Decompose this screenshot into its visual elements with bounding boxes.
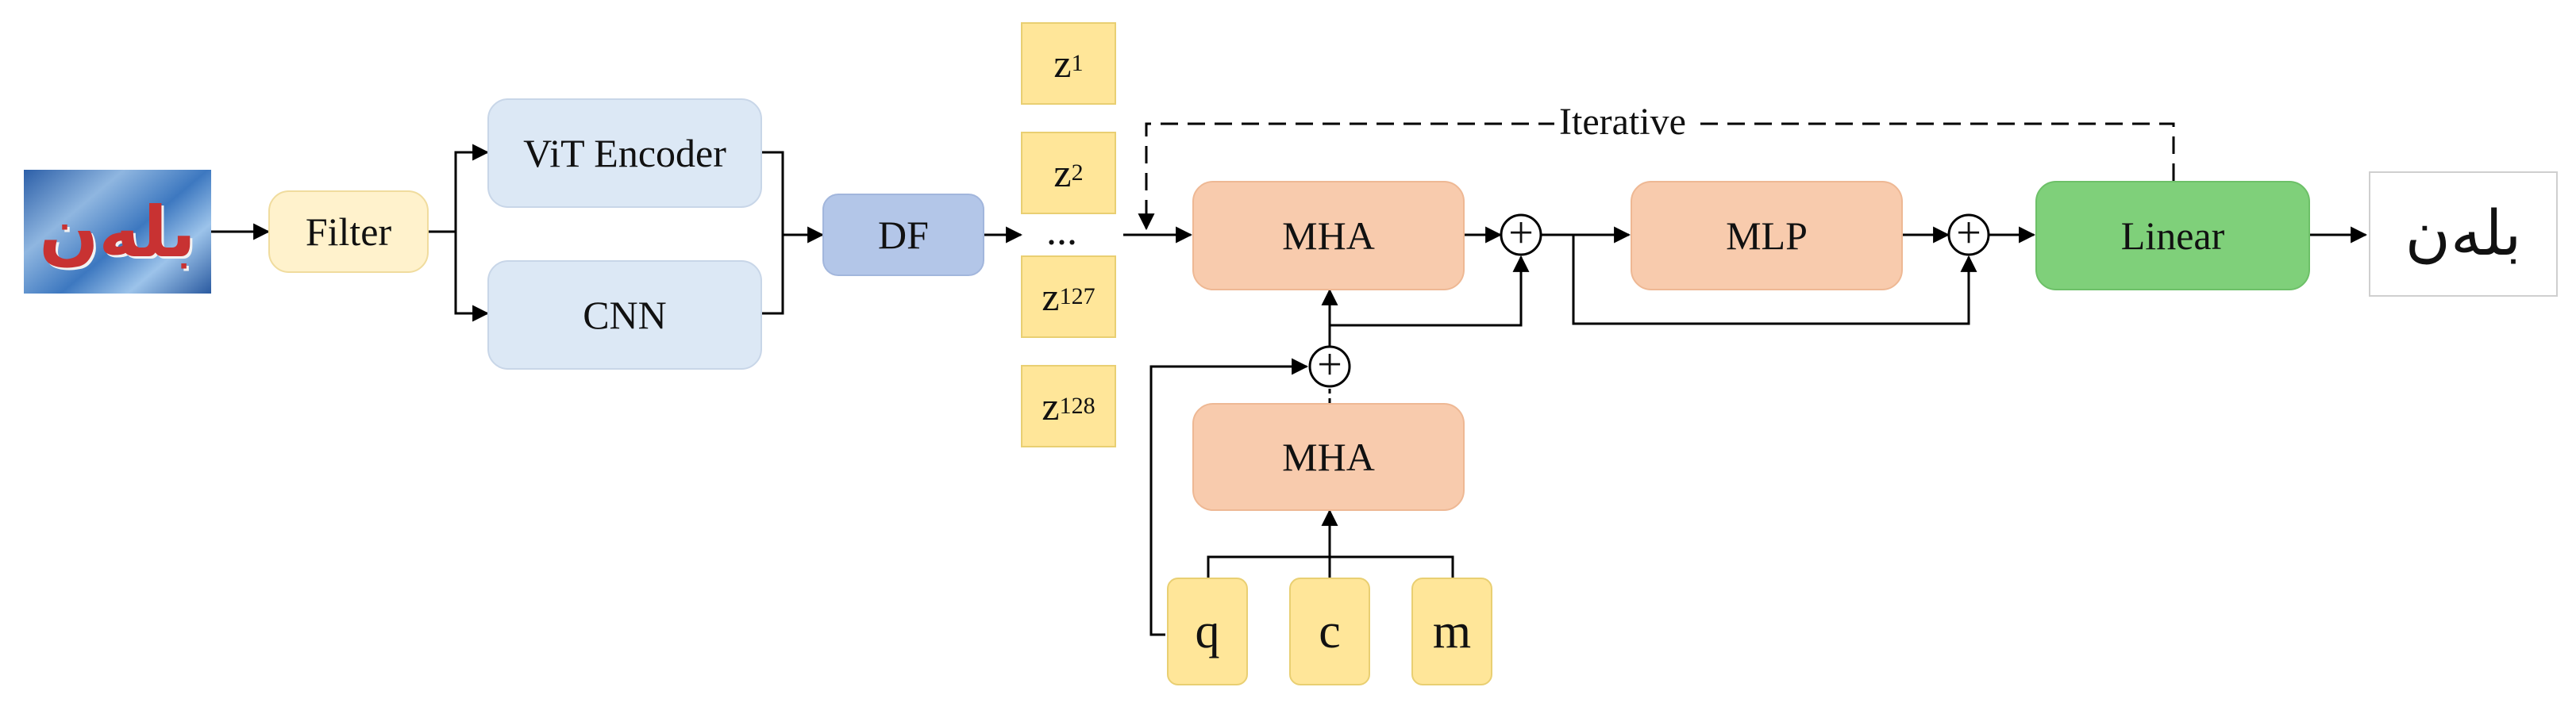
- input-word-text: بلەن: [39, 190, 196, 273]
- mlp-label: MLP: [1726, 213, 1808, 258]
- arrow-q-to-add3: [1149, 358, 1309, 636]
- filter-label: Filter: [305, 209, 392, 254]
- add-circle-1: [1500, 213, 1542, 256]
- arrow-filter-to-cnn: [454, 232, 490, 322]
- add-circle-3: [1308, 345, 1351, 388]
- df-label: DF: [878, 213, 929, 257]
- mha-bottom-label: MHA: [1282, 435, 1375, 479]
- linear-label: Linear: [2120, 213, 2225, 258]
- add-circle-2: [1947, 213, 1990, 256]
- arrow-filter-to-vit: [429, 144, 490, 233]
- mha-bottom-box: MHA: [1192, 403, 1465, 511]
- mha-top-box: MHA: [1192, 181, 1465, 290]
- add-sign-3: +: [1317, 340, 1342, 390]
- vit-encoder-label: ViT Encoder: [523, 131, 726, 175]
- iterative-label: Iterative: [1554, 100, 1691, 144]
- output-word-box: بلەن: [2369, 171, 2558, 297]
- residual-line-add2: [1572, 235, 1977, 325]
- output-word-text: بلەن: [2405, 198, 2522, 270]
- mha-top-label: MHA: [1282, 213, 1375, 258]
- filter-box: Filter: [268, 190, 429, 273]
- df-box: DF: [822, 194, 984, 276]
- branch-merge-line: [762, 151, 784, 315]
- cnn-label: CNN: [583, 293, 667, 337]
- linear-box: Linear: [2035, 181, 2310, 290]
- query-input-c: c: [1289, 578, 1370, 685]
- token-ellipsis: ...: [1046, 209, 1077, 254]
- add-sign-1: +: [1508, 209, 1534, 258]
- cnn-box: CNN: [487, 260, 762, 370]
- add-sign-2: +: [1956, 209, 1981, 258]
- input-word-image: بلەن: [24, 170, 211, 294]
- query-input-m: m: [1411, 578, 1492, 685]
- vit-encoder-box: ViT Encoder: [487, 98, 762, 208]
- mlp-box: MLP: [1631, 181, 1903, 290]
- query-input-q: q: [1167, 578, 1248, 685]
